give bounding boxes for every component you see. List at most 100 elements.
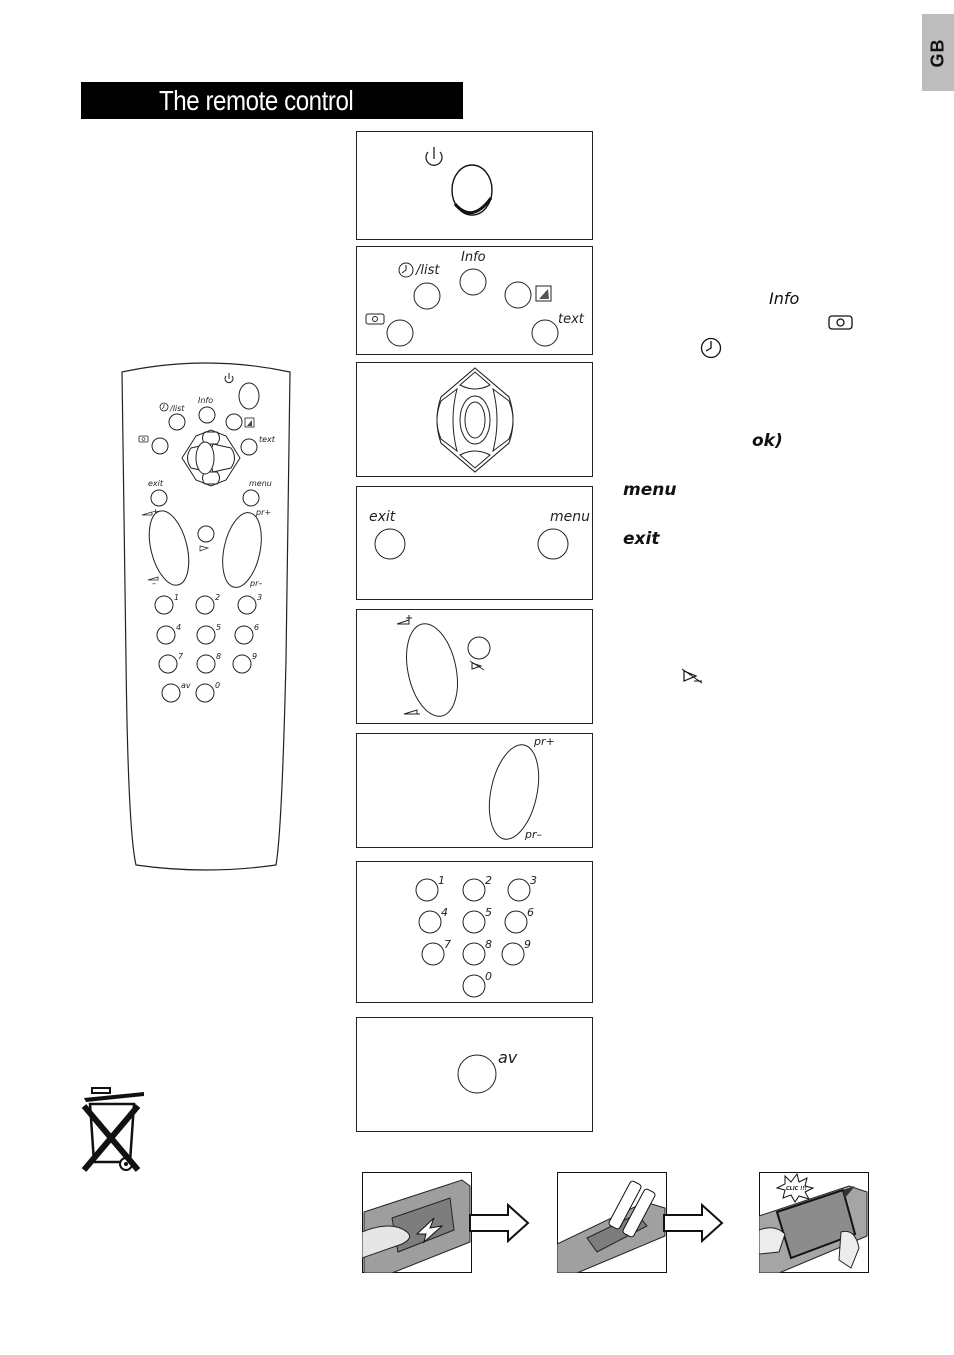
power-icon [425,147,443,166]
arrow-right-icon [469,1203,530,1243]
remote-list-label: /list [169,404,185,413]
digit-button-2 [462,878,486,902]
info-button [459,268,487,296]
remote-digit-2: 2 [215,593,220,602]
digit-button-0 [462,974,486,998]
remote-exit-label: exit [148,479,164,488]
remote-digit-1: 1 [174,593,179,602]
panel-power [356,131,593,240]
screen-icon [535,285,552,302]
remote-digit-4: 4 [176,623,181,632]
remote-navigation-cluster [181,429,241,487]
battery-step-close-cover: CLIC !!! [759,1172,869,1273]
volume-down-icon: – [147,576,159,588]
clock-icon [700,337,722,359]
volume-rocker [406,623,458,717]
digit-label-1: 1 [438,874,445,887]
av-label: av [498,1048,518,1067]
remote-digit-3: 3 [257,593,262,602]
digit-label-4: 4 [441,906,448,919]
remote-digit-8: 8 [216,652,221,661]
side-ok-text: ok) [752,431,783,451]
pr-plus-label: pr+ [534,735,555,748]
wheelie-bin-crossed-icon [81,1087,144,1172]
panel-digits: 1 2 3 4 5 6 7 8 9 0 [356,861,593,1003]
menu-label: menu [550,509,590,525]
remote-digit-0: 0 [215,681,220,690]
list-label: /list [416,263,440,278]
digit-label-5: 5 [485,906,492,919]
power-icon [224,373,234,384]
remote-digit-7: 7 [178,652,184,661]
teletext-icon [365,313,385,325]
digit-button-1 [415,878,439,902]
panel-volume [356,609,593,724]
side-menu-text: menu [623,480,677,500]
svg-text:+: + [152,507,159,516]
navigation-cluster [436,367,514,473]
digit-button-3 [507,878,531,902]
digit-label-8: 8 [485,938,492,951]
text-label: text [558,312,584,327]
page-title: The remote control [81,82,463,119]
program-rocker [488,744,540,840]
mute-icon [681,668,703,684]
exit-button [374,528,406,560]
panel-program: pr+ pr– [356,733,593,848]
mute-icon [469,660,485,671]
remote-menu-label: menu [249,479,272,488]
pr-minus-label: pr– [525,828,543,841]
list-button [413,282,441,310]
panel-info-buttons: /list Info text [356,246,593,355]
teletext-icon [828,315,853,330]
remote-digit-5: 5 [216,623,221,632]
remote-digit-6: 6 [254,623,259,632]
digit-label-9: 9 [524,938,531,951]
volume-down-icon [403,709,420,715]
battery-step-open-cover [362,1172,472,1273]
clic-label: CLIC !!! [786,1186,807,1192]
digit-button-8 [462,942,486,966]
menu-button [537,528,569,560]
remote-digit-9: 9 [252,652,257,661]
language-tab: GB [922,14,954,91]
remote-pr-minus-label: pr– [249,579,262,588]
digit-label-6: 6 [527,906,534,919]
digit-button-5 [462,910,486,934]
digit-button-4 [418,910,442,934]
panel-exit-menu: exit menu [356,486,593,600]
remote-text-label: text [259,435,276,444]
digit-label-2: 2 [485,874,492,887]
remote-av-label: av [181,681,191,690]
info-label: Info [461,250,486,265]
remote-info-label: Info [198,396,213,405]
language-tab-label: GB [927,38,948,67]
digit-button-6 [504,910,528,934]
svg-text:–: – [152,579,156,588]
exit-label: exit [369,509,396,525]
clock-icon [398,262,414,278]
clock-icon [159,402,169,412]
volume-up-icon: + [141,507,159,516]
digit-button-7 [421,942,445,966]
text-button [531,319,559,347]
panel-navigation [356,362,593,477]
digit-label-3: 3 [530,874,537,887]
remote-power-button [238,382,260,410]
power-button [451,164,493,216]
mute-button [467,636,491,660]
battery-step-insert-batteries [557,1172,667,1273]
mute-icon [199,545,210,552]
screen-icon [244,417,255,428]
remote-control-illustration: /list Info text exit menu + – pr+ pr– 1 … [121,362,291,871]
volume-up-icon [396,615,412,625]
side-info-text: Info [769,289,800,308]
teletext-button [386,319,414,347]
arrow-right-icon [663,1203,724,1243]
av-button [457,1054,497,1094]
digit-label-7: 7 [444,938,451,951]
page-title-text: The remote control [159,85,354,116]
digit-button-9 [501,942,525,966]
teletext-icon [138,435,149,443]
screen-mode-button [504,281,532,309]
